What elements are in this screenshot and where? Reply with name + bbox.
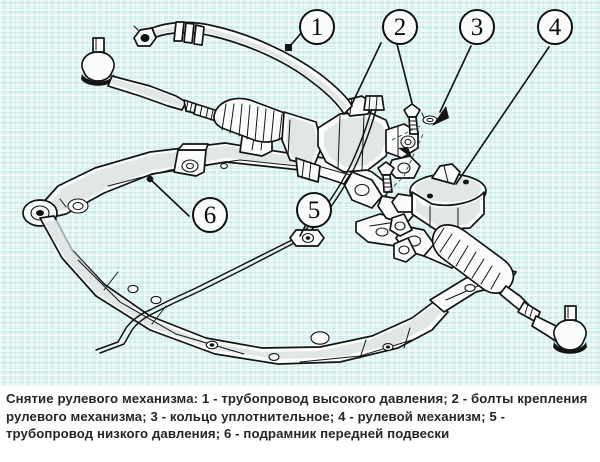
figure-caption: Снятие рулевого механизма: 1 - трубопров… <box>0 386 600 462</box>
callout-5[interactable]: 5 <box>296 192 332 228</box>
mounting-bolt-upper <box>403 103 421 135</box>
banjo-fitting <box>133 25 157 47</box>
callout-2[interactable]: 2 <box>382 9 418 45</box>
subframe-rack-saddle-left <box>173 143 209 177</box>
rack-housing <box>281 95 435 257</box>
steering-mechanism-drawing: .ln{fill:none;stroke:#141414;stroke-widt… <box>22 21 587 365</box>
callout-3-label: 3 <box>470 13 484 41</box>
callout-3[interactable]: 3 <box>459 9 495 45</box>
pipe-bracket <box>289 229 325 247</box>
pipe-crimp-bands <box>173 21 205 46</box>
callout-5-label: 5 <box>307 196 321 224</box>
high-pressure-pipe <box>133 21 353 115</box>
illustration-area: .ln{fill:none;stroke:#141414;stroke-widt… <box>0 0 600 386</box>
callout-6-label: 6 <box>203 201 217 229</box>
rack-bellows-right <box>431 224 515 294</box>
tie-rod-right <box>499 285 587 354</box>
callout-2-label: 2 <box>393 13 407 41</box>
mounting-bolt-lower <box>377 161 395 193</box>
steering-rack-assembly <box>81 37 587 354</box>
callout-4[interactable]: 4 <box>537 9 573 45</box>
callout-1[interactable]: 1 <box>299 9 335 45</box>
callout-6[interactable]: 6 <box>192 197 228 233</box>
callout-1-label: 1 <box>310 13 324 41</box>
rack-bellows-left <box>213 97 291 143</box>
callout-4-label: 4 <box>548 13 562 41</box>
tie-rod-end-left <box>81 37 187 111</box>
tie-rod-adjuster-left <box>183 99 219 122</box>
low-pressure-fitting <box>363 95 385 111</box>
rack-right-mount <box>389 163 487 263</box>
